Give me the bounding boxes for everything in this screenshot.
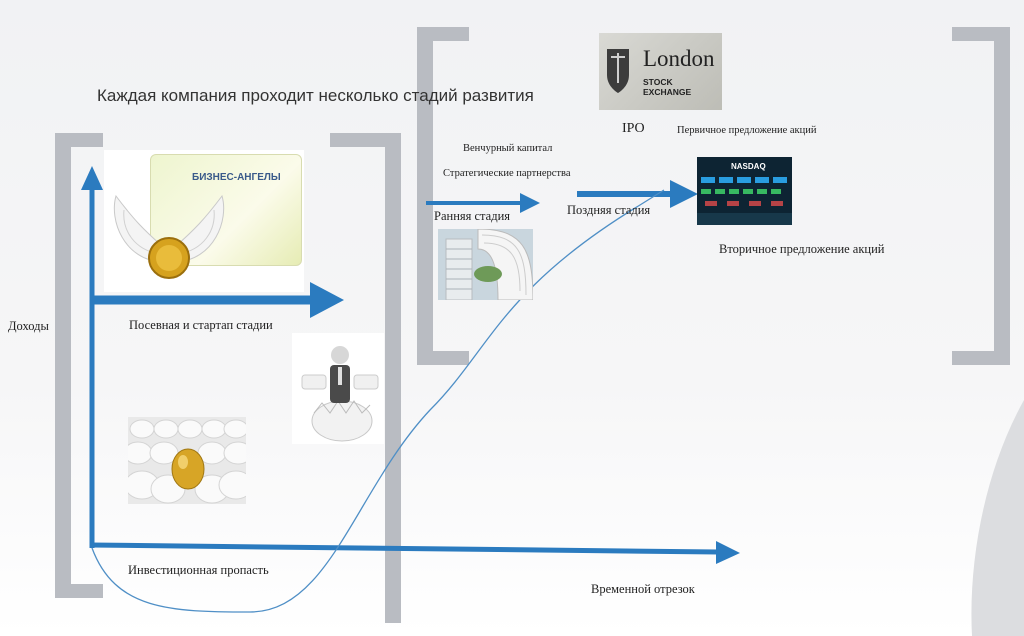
late-stage-label: Поздняя стадия (567, 203, 651, 217)
y-axis-arrowhead (81, 166, 103, 190)
growth-curve (91, 189, 665, 613)
early-arrow-head (520, 193, 540, 213)
strategic-partnerships-label: Стратегические партнерства (443, 168, 571, 179)
lse-line1: London (643, 46, 715, 71)
y-axis-label: Доходы (8, 319, 49, 333)
venture-capital-label: Венчурный капитал (463, 143, 553, 154)
lse-logo-image: London STOCK EXCHANGE (599, 33, 722, 110)
secondary-offering-label: Вторичное предложение акций (719, 242, 885, 256)
diagram-title: Каждая компания проходит несколько стади… (97, 86, 534, 105)
left-wing (113, 194, 163, 263)
lse-line2: STOCK EXCHANGE (643, 77, 692, 97)
x-axis-arrowhead (716, 541, 740, 564)
golden-egg (171, 448, 205, 490)
ipo-label: IPO (622, 121, 645, 136)
late-arrow-head (670, 180, 698, 208)
business-angels-image: БИЗНЕС-АНГЕЛЫ (104, 150, 304, 292)
nasdaq-image: NASDAQ (697, 157, 792, 225)
seed-arrow-head (310, 282, 344, 318)
hatching-person-image (292, 333, 384, 444)
right-wing (175, 194, 225, 263)
primary-offering-label: Первичное предложение акций (677, 125, 817, 136)
nasdaq-label: NASDAQ (731, 162, 766, 171)
golden-egg-image (128, 417, 246, 504)
early-stage-label: Ранняя стадия (434, 209, 511, 223)
investment-gap-label: Инвестиционная пропасть (128, 563, 269, 577)
angels-card-label: БИЗНЕС-АНГЕЛЫ (192, 172, 281, 183)
x-axis-label: Временной отрезок (591, 582, 695, 596)
x-axis-line (89, 542, 719, 555)
decorative-swoosh (971, 400, 1024, 636)
building-image (438, 229, 533, 300)
seed-stage-label: Посевная и стартап стадии (129, 318, 273, 332)
